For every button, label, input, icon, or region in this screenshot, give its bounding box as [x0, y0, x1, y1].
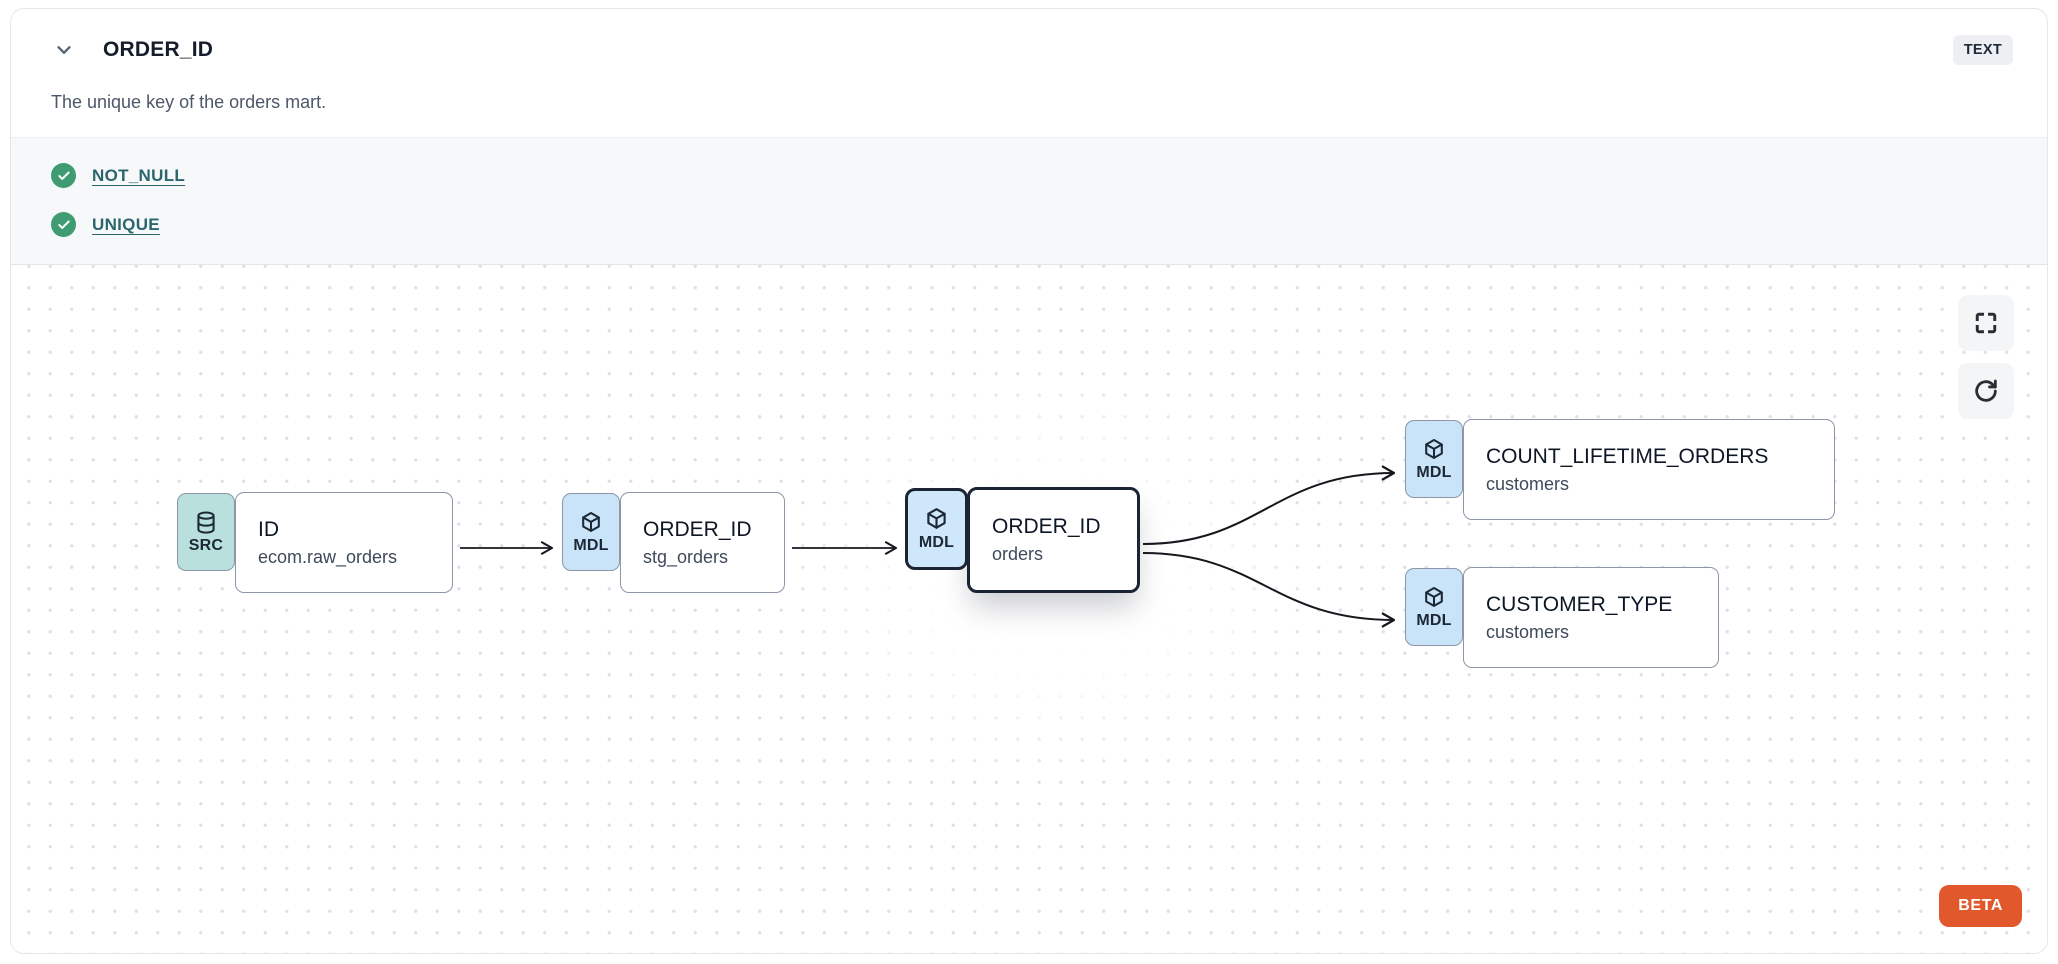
lineage-canvas[interactable]: ID ecom.raw_orders SRC ORDER_ID stg_orde…	[11, 265, 2047, 953]
node-subtitle: stg_orders	[643, 546, 729, 567]
node-kind-label: SRC	[188, 536, 224, 554]
node-card: COUNT_LIFETIME_ORDERS customers	[1463, 419, 1835, 520]
node-title: ID	[258, 517, 279, 541]
fullscreen-button[interactable]	[1958, 295, 2014, 351]
node-title: COUNT_LIFETIME_ORDERS	[1486, 444, 1769, 468]
node-subtitle: customers	[1486, 473, 1570, 494]
node-kind-badge: MDL	[562, 493, 620, 571]
node-card: ID ecom.raw_orders	[235, 492, 453, 593]
test-row: UNIQUE	[51, 212, 2007, 237]
node-kind-label: MDL	[1416, 463, 1452, 481]
refresh-icon	[1972, 377, 2000, 405]
column-details-panel: ORDER_ID TEXT The unique key of the orde…	[10, 8, 2048, 954]
panel-header: ORDER_ID TEXT The unique key of the orde…	[11, 9, 2047, 137]
node-subtitle: customers	[1486, 621, 1570, 642]
column-title: ORDER_ID	[103, 38, 214, 61]
node-title: CUSTOMER_TYPE	[1486, 592, 1673, 616]
node-subtitle: ecom.raw_orders	[258, 546, 398, 567]
cube-icon	[923, 506, 950, 533]
node-kind-badge: MDL	[1405, 568, 1463, 646]
check-circle-icon	[51, 163, 76, 188]
node-title: ORDER_ID	[643, 517, 752, 541]
node-kind-label: MDL	[1416, 611, 1452, 629]
node-card: CUSTOMER_TYPE customers	[1463, 567, 1719, 668]
column-description: The unique key of the orders mart.	[51, 92, 327, 112]
node-kind-badge: MDL	[905, 488, 968, 570]
fullscreen-icon	[1972, 309, 2000, 337]
data-type-badge: TEXT	[1952, 35, 2013, 65]
beta-badge: BETA	[1939, 885, 2022, 927]
cube-icon	[578, 510, 604, 536]
node-title: ORDER_ID	[992, 515, 1101, 538]
check-circle-icon	[51, 212, 76, 237]
refresh-button[interactable]	[1958, 363, 2014, 419]
test-link-not-null[interactable]: NOT_NULL	[92, 165, 186, 185]
node-card: ORDER_ID orders	[967, 487, 1140, 593]
collapse-button[interactable]	[51, 37, 77, 63]
database-icon	[193, 510, 219, 536]
test-link-unique[interactable]: UNIQUE	[92, 214, 160, 234]
cube-icon	[1421, 585, 1447, 611]
node-kind-badge: MDL	[1405, 420, 1463, 498]
node-kind-label: MDL	[918, 534, 955, 551]
chevron-down-icon	[53, 39, 75, 61]
lineage-edges	[460, 465, 1396, 628]
node-card: ORDER_ID stg_orders	[620, 492, 785, 593]
canvas-controls	[1958, 295, 2014, 419]
test-row: NOT_NULL	[51, 163, 2007, 188]
tests-section: NOT_NULL UNIQUE	[11, 137, 2047, 265]
node-kind-badge: SRC	[177, 493, 235, 571]
cube-icon	[1421, 437, 1447, 463]
node-subtitle: orders	[992, 544, 1044, 564]
node-kind-label: MDL	[573, 536, 609, 554]
